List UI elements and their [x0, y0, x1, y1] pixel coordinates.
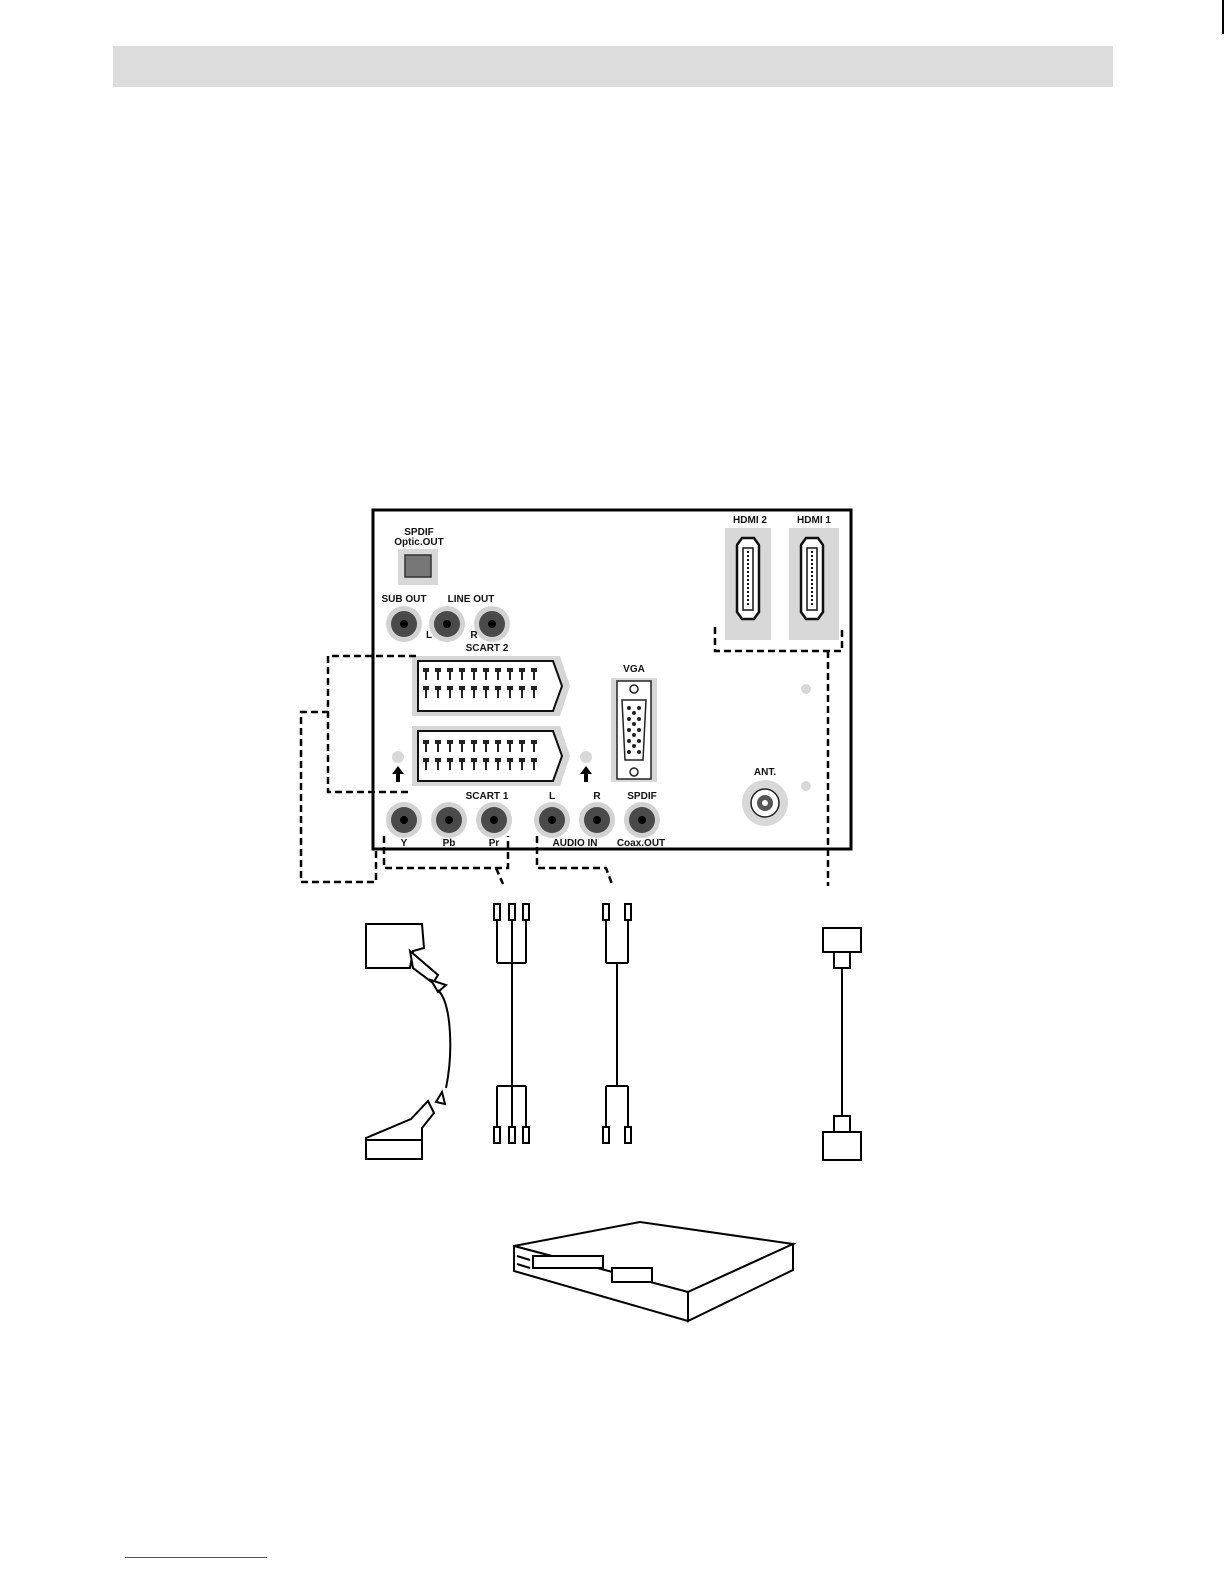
- audio-in-label: AUDIO IN: [553, 838, 598, 849]
- line-out-r-label: R: [470, 630, 478, 641]
- component-pr-jack-icon[interactable]: [476, 802, 512, 838]
- line-out-label: LINE OUT: [448, 594, 495, 605]
- ant-label: ANT.: [754, 767, 776, 778]
- hdmi2-label: HDMI 2: [733, 515, 767, 526]
- indicator-dot: [801, 684, 811, 694]
- component-pb-jack-icon[interactable]: [431, 802, 467, 838]
- antenna-socket-icon[interactable]: [742, 780, 788, 826]
- scart1-label: SCART 1: [466, 791, 509, 802]
- indicator-dot: [392, 751, 404, 763]
- optical-port-icon[interactable]: [398, 549, 438, 585]
- spdif-coax-label: SPDIF: [627, 791, 656, 802]
- rca-cable-3-icon: [494, 904, 529, 1143]
- indicator-dot: [580, 751, 592, 763]
- audio-in-r-label: R: [593, 791, 601, 802]
- audio-in-l-label: L: [549, 791, 555, 802]
- dvd-player-icon: [514, 1222, 793, 1321]
- scart-cable-icon: [366, 924, 450, 1159]
- line-out-r-jack-icon[interactable]: [474, 606, 510, 642]
- hdmi2-port-icon[interactable]: [725, 528, 771, 640]
- hdmi1-label: HDMI 1: [797, 515, 831, 526]
- coax-out-label: Coax.OUT: [617, 838, 665, 849]
- component-y-label: Y: [401, 838, 408, 849]
- hdmi-cable-icon: [823, 928, 861, 1160]
- component-pr-label: Pr: [489, 838, 500, 849]
- hdmi1-port-icon[interactable]: [789, 528, 839, 640]
- scart1-connector-icon[interactable]: [412, 726, 570, 786]
- indicator-dot: [801, 781, 811, 791]
- scart2-label: SCART 2: [466, 643, 509, 654]
- vga-label: VGA: [623, 664, 645, 675]
- line-out-l-jack-icon[interactable]: [429, 606, 465, 642]
- spdif-coax-jack-icon[interactable]: [624, 802, 660, 838]
- audio-in-r-jack-icon[interactable]: [579, 802, 615, 838]
- line-out-l-label: L: [426, 630, 432, 641]
- optic-out-label: Optic.OUT: [394, 537, 443, 548]
- audio-in-l-jack-icon[interactable]: [534, 802, 570, 838]
- rca-cable-2-icon: [603, 904, 631, 1143]
- scart2-connector-icon[interactable]: [412, 656, 570, 716]
- sub-out-jack-icon[interactable]: [386, 606, 422, 642]
- sub-out-label: SUB OUT: [382, 594, 427, 605]
- component-y-jack-icon[interactable]: [386, 802, 422, 838]
- vga-connector-icon[interactable]: [611, 678, 657, 782]
- component-pb-label: Pb: [443, 838, 456, 849]
